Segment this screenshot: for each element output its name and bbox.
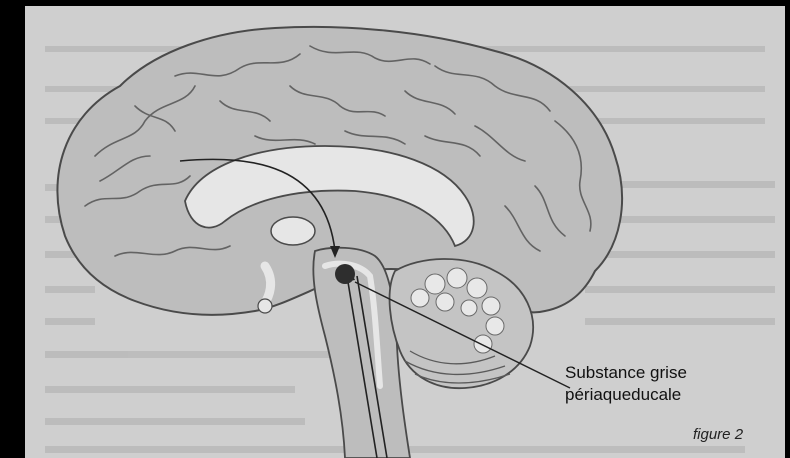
pag-label-line2: périaqueducale bbox=[565, 384, 687, 406]
periaqueductal-gray-dot bbox=[335, 264, 355, 284]
figure-caption: figure 2 bbox=[693, 426, 743, 443]
pag-label: Substance grise périaqueducale bbox=[565, 362, 687, 406]
thalamus bbox=[271, 217, 315, 245]
page-scan: Substance grise périaqueducale figure 2 bbox=[25, 6, 785, 458]
left-black-border bbox=[0, 0, 25, 458]
pag-label-line1: Substance grise bbox=[565, 362, 687, 384]
right-black-border bbox=[785, 0, 790, 458]
